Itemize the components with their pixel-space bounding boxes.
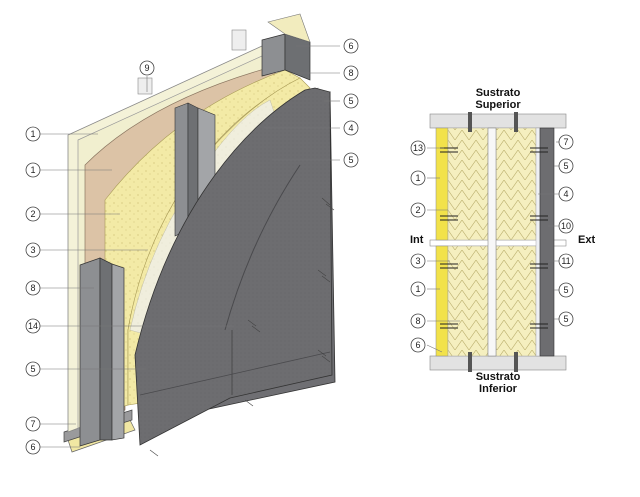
iso-callout-5a-number: 5 [30,364,35,374]
exterior-label: Ext [578,234,595,246]
section-stud-inner [487,127,497,357]
bottom-substrate-label-1: Sustrato [476,371,521,383]
iso-callout-5c: 5 [343,152,359,168]
iso-callout-1a-number: 1 [30,129,35,139]
iso-callout-3: 3 [25,242,41,258]
section-insulation-outer-bot [495,245,537,357]
sec-callout-5a-number: 5 [563,161,568,171]
iso-callout-8-number: 8 [30,283,35,293]
iso-callout-6b: 6 [343,38,359,54]
iso-callout-14-number: 14 [28,321,38,331]
bottom-substrate [429,355,567,371]
sec-callout-6: 6 [410,337,426,353]
iso-callout-5a: 5 [25,361,41,377]
sec-callout-4-number: 4 [563,189,568,199]
sec-callout-8-number: 8 [415,316,420,326]
sec-callout-3: 3 [410,253,426,269]
iso-callout-2: 2 [25,206,41,222]
section-membrane [535,127,541,357]
bottom-substrate-label-2: Inferior [479,383,518,395]
interior-board-top [435,127,449,241]
iso-callout-6a: 6 [25,439,41,455]
iso-callout-6a-number: 6 [30,442,35,452]
sec-callout-11-number: 11 [561,256,570,266]
iso-callout-1b: 1 [25,162,41,178]
sec-callout-1b: 1 [410,281,426,297]
iso-callout-3-number: 3 [30,245,35,255]
iso-callout-9: 9 [139,60,155,76]
top-substrate [429,113,567,129]
iso-callout-5b-number: 5 [348,96,353,106]
iso-callout-7: 7 [25,416,41,432]
section-insulation-outer-top [495,127,537,241]
sec-callout-2-number: 2 [415,205,420,215]
interior-board-bottom [435,245,449,357]
cladding-seam-1 [224,164,301,331]
sec-callout-10: 10 [558,218,574,234]
interior-label: Int [410,234,424,246]
section-cladding [539,127,555,357]
sec-callout-7-number: 7 [563,137,568,147]
sec-callout-5c: 5 [558,311,574,327]
steel-stud-left [79,257,125,447]
iso-callout-5b: 5 [343,93,359,109]
iso-callout-6b-number: 6 [348,41,353,51]
top-anchor [231,29,247,51]
sec-callout-7: 7 [558,134,574,150]
iso-callout-1a: 1 [25,126,41,142]
top-substrate-label-1: Sustrato [476,87,521,99]
top-track [261,13,311,81]
sec-callout-13: 13 [410,140,426,156]
sec-callout-13-number: 13 [413,143,423,153]
iso-callout-8b: 8 [343,65,359,81]
iso-callout-14: 14 [25,318,41,334]
sec-callout-8: 8 [410,313,426,329]
section-anchor-bolts [468,112,518,372]
sec-callout-4: 4 [558,186,574,202]
iso-callout-7-number: 7 [30,419,35,429]
sec-callout-6-number: 6 [415,340,420,350]
iso-callout-8b-number: 8 [348,68,353,78]
sec-callout-5b-number: 5 [563,285,568,295]
sec-callout-11: 11 [558,253,574,269]
sec-callout-10-number: 10 [561,221,571,231]
cladding-joint-h [139,351,331,396]
iso-callout-4: 4 [343,120,359,136]
iso-callout-9-number: 9 [144,63,149,73]
sec-callout-5c-number: 5 [563,314,568,324]
section-fasteners [440,147,548,329]
sec-callout-1a: 1 [410,170,426,186]
cladding-panel-front [134,87,333,446]
iso-callout-4-number: 4 [348,123,353,133]
section-view [429,112,567,372]
section-insulation-inner-top [447,127,489,241]
bracket-9 [137,77,153,95]
sec-callout-5a: 5 [558,158,574,174]
iso-callout-8: 8 [25,280,41,296]
iso-callout-1b-number: 1 [30,165,35,175]
isometric-wall [63,13,336,457]
section-insulation-inner-bot [447,245,489,357]
iso-leader-lines [40,45,340,448]
sec-callout-1a-number: 1 [415,173,420,183]
sec-callout-5b: 5 [558,282,574,298]
iso-callout-5c-number: 5 [348,155,353,165]
fastener-marks [149,197,335,457]
sec-callout-2: 2 [410,202,426,218]
iso-callout-2-number: 2 [30,209,35,219]
top-substrate-label-2: Superior [475,99,521,111]
sec-callout-1b-number: 1 [415,284,420,294]
sec-callout-3-number: 3 [415,256,420,266]
